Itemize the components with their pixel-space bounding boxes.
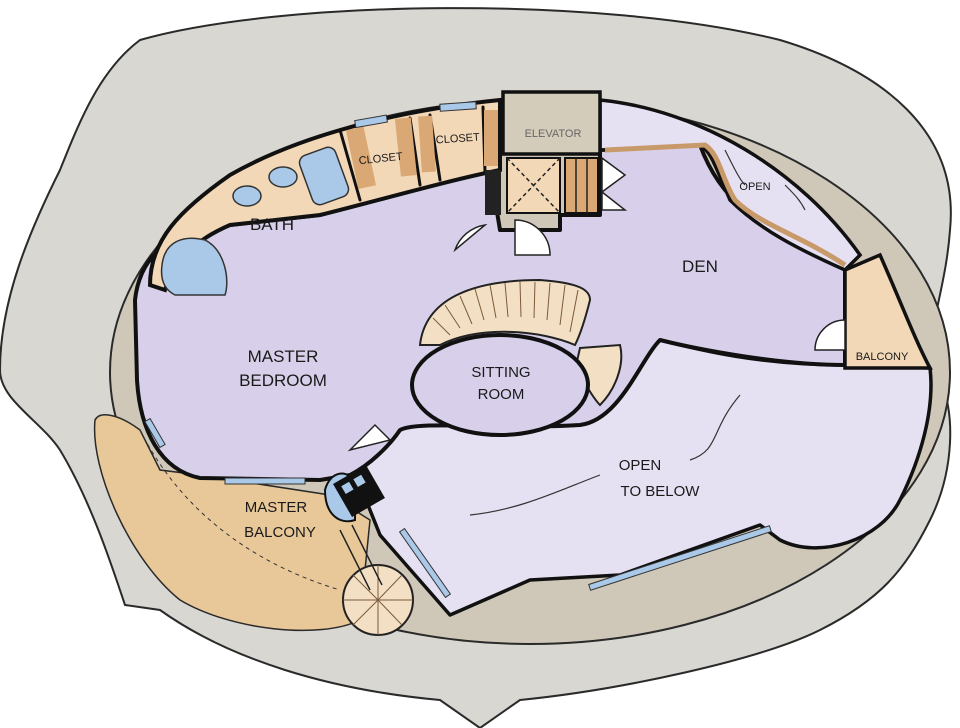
sitting-room-area [410, 333, 590, 437]
bath-closet-band [147, 97, 502, 296]
master-balcony-area [93, 414, 371, 632]
den-label: DEN [682, 257, 718, 276]
master-bedroom-label-1: MASTER [248, 347, 319, 366]
door-swings [347, 156, 846, 452]
elevator-label: ELEVATOR [525, 128, 582, 140]
spiral-stair [339, 524, 414, 636]
upper-open-area [598, 98, 863, 273]
open-arrows [469, 149, 806, 516]
master-bedroom-label-2: BEDROOM [239, 371, 327, 390]
open-below-label-1: OPEN [619, 457, 662, 474]
open-below-label-2: TO BELOW [621, 483, 701, 500]
closet-left-label: CLOSET [358, 151, 403, 168]
staircase [418, 278, 623, 407]
entry-fixtures [323, 465, 385, 523]
sitting-room-label-2: ROOM [478, 386, 525, 403]
master-balcony-label-2: BALCONY [244, 524, 316, 541]
balcony-area [843, 252, 933, 370]
bath-label: BATH [250, 215, 294, 234]
closet-right-label: CLOSET [435, 131, 480, 146]
elevator-block [485, 90, 602, 215]
master-balcony-label-1: MASTER [245, 499, 308, 516]
sitting-room-label-1: SITTING [471, 364, 530, 381]
windows-lower [144, 417, 772, 599]
labels: BATH CLOSET CLOSET ELEVATOR OPEN DEN BAL… [239, 128, 909, 541]
balcony-label: BALCONY [856, 351, 909, 363]
open-upper-label: OPEN [739, 181, 770, 193]
